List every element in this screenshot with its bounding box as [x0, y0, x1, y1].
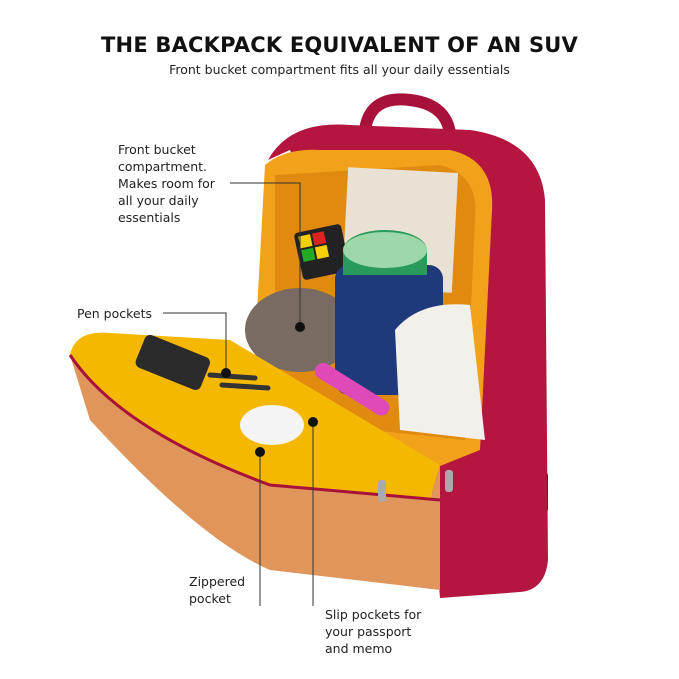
pen	[207, 372, 258, 381]
callout-dot	[308, 417, 318, 427]
callout-line: Front bucket	[118, 142, 196, 157]
callout-line: and memo	[325, 641, 393, 656]
callout-dot	[255, 447, 265, 457]
towel	[395, 304, 485, 440]
page-title: THE BACKPACK EQUIVALENT OF AN SUV	[101, 33, 578, 57]
callout-line: pocket	[189, 591, 231, 606]
callout-line: compartment.	[118, 159, 207, 174]
callout-pen-pockets: Pen pockets	[77, 306, 153, 321]
callout-front-bucket: Front bucket compartment. Makes room for…	[118, 141, 215, 226]
leader-line-front-bucket	[230, 182, 301, 326]
callout-dot	[295, 322, 305, 332]
leader-line-pen-pockets	[163, 312, 227, 372]
pink-tube	[314, 363, 390, 416]
front-panel-exterior	[70, 355, 440, 590]
tin	[343, 230, 427, 275]
rubiks-cube	[294, 224, 350, 280]
callout-line: all your daily	[118, 193, 199, 208]
callout-dot	[221, 368, 231, 378]
pen	[219, 382, 271, 391]
callout-line: Zippered	[189, 574, 246, 589]
page-subtitle: Front bucket compartment fits all your d…	[169, 62, 510, 77]
zipper-pull	[378, 480, 386, 502]
phone	[135, 334, 211, 390]
leader-lines	[163, 182, 314, 606]
callout-line: Makes room for	[118, 176, 215, 191]
handle	[359, 93, 457, 156]
earbuds-case	[240, 405, 304, 445]
callout-line: Slip pockets for	[325, 607, 422, 622]
callout-line: your passport	[325, 624, 412, 639]
callout-line: essentials	[118, 210, 181, 225]
callout-zippered-pocket: Zippered pocket	[189, 573, 245, 607]
zipper-trim	[68, 354, 441, 502]
zipper-pull	[445, 470, 453, 492]
callout-slip-pockets: Slip pockets for your passport and memo	[325, 606, 421, 657]
